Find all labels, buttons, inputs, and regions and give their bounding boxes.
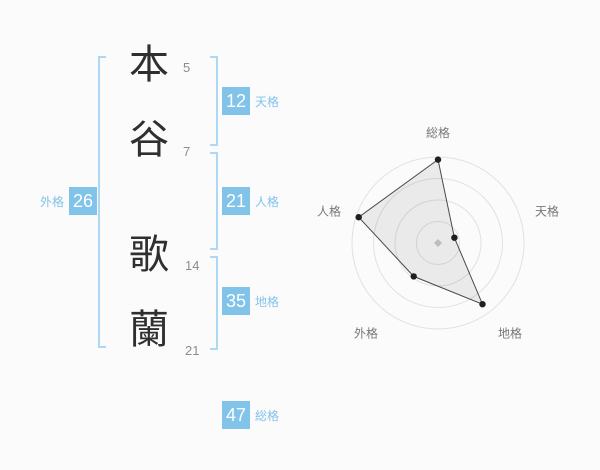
radar-data-point: [479, 301, 486, 308]
radar-axis-label-2: 天格: [535, 204, 559, 219]
soukaku-value: 47: [222, 401, 250, 429]
soukaku-badge: 47 総格: [222, 401, 279, 429]
radar-axis-label-3: 地格: [498, 326, 522, 341]
name-character-2: 谷: [129, 118, 169, 162]
chikaku-value: 35: [222, 287, 250, 315]
chikaku-bracket: [210, 256, 218, 350]
name-character-4: 蘭: [129, 308, 169, 352]
radar-ring: [373, 178, 503, 308]
radar-ring: [416, 221, 460, 265]
gaikaku-badge: 外格 26: [40, 187, 98, 215]
stroke-count-3: 14: [185, 258, 200, 273]
soukaku-label: 総格: [255, 408, 280, 423]
tenkaku-badge: 12 天格: [222, 87, 279, 115]
chikaku-label: 地格: [255, 294, 280, 309]
radar-axis-label-4: 外格: [354, 326, 378, 341]
radar-center-icon: [434, 239, 442, 247]
radar-data-point: [355, 214, 362, 221]
radar-polygon: [357, 158, 484, 306]
chikaku-badge: 35 地格: [222, 287, 279, 315]
jinkaku-label: 人格: [255, 194, 280, 209]
stroke-count-2: 7: [183, 144, 191, 159]
tenkaku-value: 12: [222, 87, 250, 115]
tenkaku-label: 天格: [255, 94, 280, 109]
gaikaku-value: 26: [69, 187, 98, 215]
radar-chart-container: 総格天格地格 外格 人格: [290, 93, 590, 408]
stroke-count-1: 5: [183, 60, 191, 75]
radar-axis-label-5: 人格: [317, 204, 341, 219]
radar-axis-label-1: 総格: [426, 125, 450, 140]
stroke-count-4: 21: [185, 343, 200, 358]
tenkaku-bracket: [210, 56, 218, 146]
jinkaku-value: 21: [222, 187, 250, 215]
gaikaku-bracket: [98, 56, 106, 348]
gaikaku-label: 外格: [40, 194, 65, 209]
radar-data-point: [410, 273, 417, 280]
radar-data-point: [451, 234, 458, 241]
name-character-1: 本: [129, 43, 169, 87]
name-character-3: 歌: [129, 233, 169, 277]
radar-data-point: [434, 156, 442, 163]
jinkaku-badge: 21 人格: [222, 187, 279, 215]
jinkaku-bracket: [210, 152, 218, 250]
